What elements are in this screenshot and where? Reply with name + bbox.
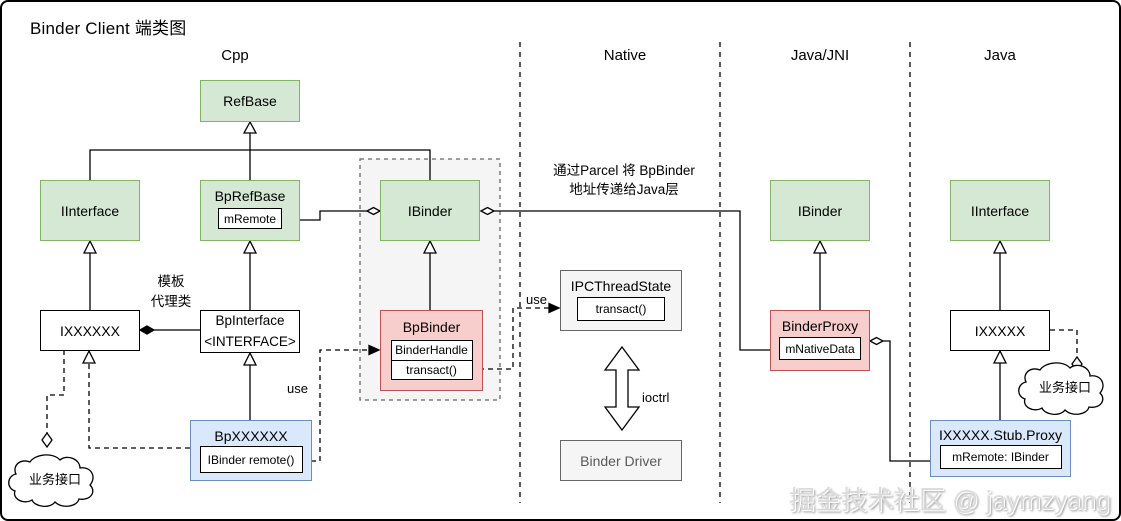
class-bpbinder: BpBinder BinderHandle transact() (380, 310, 483, 391)
class-ipcthreadstate: IPCThreadState transact() (560, 270, 682, 331)
label-use-ipc: use (526, 292, 547, 307)
class-ibinder-cpp-name: IBinder (407, 202, 453, 219)
label-biz-interface-right: 业务接口 (1038, 380, 1091, 395)
triangle-ibinder-jni (812, 239, 828, 254)
triangle-bprefbase (242, 239, 258, 254)
arrow-use-bpbinder (368, 344, 381, 356)
triangle-ibinder-cpp (422, 239, 438, 254)
class-stub-proxy: IXXXXX.Stub.Proxy mRemote: IBinder (930, 420, 1071, 477)
class-stub-proxy-name: IXXXXX.Stub.Proxy (939, 427, 1062, 443)
triangle-refbase (242, 120, 258, 134)
field-mnativedata: mNativeData (779, 337, 861, 360)
field-binderhandle: BinderHandle (395, 343, 468, 358)
class-bpinterface: BpInterface <INTERFACE> (200, 310, 300, 353)
annotation-parcel-line1: 通过Parcel 将 BpBinder (553, 163, 695, 178)
triangle-bpinterface (242, 351, 258, 366)
triangle-iinterface-java (992, 239, 1008, 254)
triangle-ixxxxxx (81, 349, 97, 364)
class-ipcthreadstate-name: IPCThreadState (570, 278, 672, 294)
class-binderproxy: BinderProxy mNativeData (770, 310, 870, 371)
class-binder-driver-name: Binder Driver (580, 452, 662, 469)
diamond-ibinder-right (479, 206, 496, 216)
diamond-cloud-right (1071, 355, 1083, 373)
label-use-bpbinder: use (287, 381, 308, 396)
edge-refbase-branch (89, 149, 431, 180)
column-header-native: Native (603, 47, 647, 64)
watermark: 掘金技术社区 @ jaymzyang (789, 485, 1111, 515)
annotation-parcel-line2: 地址传递给Java层 (569, 181, 679, 197)
label-biz-interface-left: 业务接口 (28, 472, 81, 487)
column-header-java: Java (984, 47, 1016, 64)
bpbinder-fields: BinderHandle transact() (390, 340, 473, 380)
class-iinterface-cpp: IInterface (40, 180, 140, 241)
class-bpbinder-name: BpBinder (402, 319, 461, 335)
diamond-cloud-left (41, 431, 53, 449)
page-title: Binder Client 端类图 (30, 19, 187, 38)
label-ioctrl: ioctrl (642, 390, 670, 405)
edge-bpxxxxxx-ixxxxxx (88, 363, 190, 449)
class-bpxxxxxx: BpXXXXXX IBinder remote() (190, 420, 312, 481)
column-header-jni: Java/JNI (790, 47, 850, 64)
diamond-ibinder-left (365, 206, 382, 216)
edge-ixxxxx-cloud-right (1050, 329, 1078, 357)
class-refbase: RefBase (200, 80, 300, 122)
diamond-ixxxxxx-composition (138, 325, 156, 335)
class-iinterface-java: IInterface (950, 180, 1050, 241)
field-transact-ipc: transact() (577, 297, 665, 321)
ioctrl-double-arrow (603, 345, 641, 432)
class-binder-driver: Binder Driver (560, 440, 682, 481)
triangle-iinterface-cpp (82, 239, 98, 254)
field-transact-bpbinder: transact() (391, 359, 472, 380)
annotation-template-proxy: 模板 代理类 (146, 272, 196, 313)
class-bpinterface-name-line2: <INTERFACE> (204, 333, 296, 349)
class-bpxxxxxx-name: BpXXXXXX (214, 428, 288, 444)
triangle-ixxxxx (992, 349, 1008, 364)
class-bprefbase-name: BpRefBase (214, 188, 286, 204)
class-ixxxxxx: IXXXXXX (40, 310, 140, 351)
class-ibinder-jni-name: IBinder (797, 202, 843, 219)
edge-cloud-left-ixxxxxx (46, 350, 65, 433)
field-mremote: mRemote (218, 208, 282, 229)
field-ibinder-remote: IBinder remote() (199, 446, 303, 473)
class-bpinterface-name-line1: BpInterface (215, 313, 285, 329)
field-mremote-ibinder: mRemote: IBinder (939, 445, 1062, 469)
class-refbase-name: RefBase (223, 93, 277, 109)
annotation-template-proxy-line1: 模板 (157, 274, 185, 289)
arrow-use-ipcthreadstate (548, 302, 561, 314)
class-bprefbase: BpRefBase mRemote (200, 180, 300, 241)
class-ibinder-cpp: IBinder (380, 180, 480, 241)
column-header-cpp: Cpp (221, 47, 249, 64)
class-iinterface-java-name: IInterface (970, 202, 1030, 219)
class-ibinder-jni: IBinder (770, 180, 870, 241)
annotation-parcel: 通过Parcel 将 BpBinder 地址传递给Java层 (538, 162, 710, 200)
class-ixxxxxx-name: IXXXXXX (60, 322, 120, 339)
class-ixxxxx: IXXXXX (950, 310, 1050, 351)
class-ixxxxx-name: IXXXXX (974, 322, 1026, 339)
class-binderproxy-name: BinderProxy (781, 318, 859, 334)
class-iinterface-cpp-name: IInterface (60, 202, 120, 219)
edge-use-bpbinder (302, 349, 369, 462)
annotation-template-proxy-line2: 代理类 (150, 294, 192, 310)
diamond-binderproxy-right (868, 336, 885, 346)
